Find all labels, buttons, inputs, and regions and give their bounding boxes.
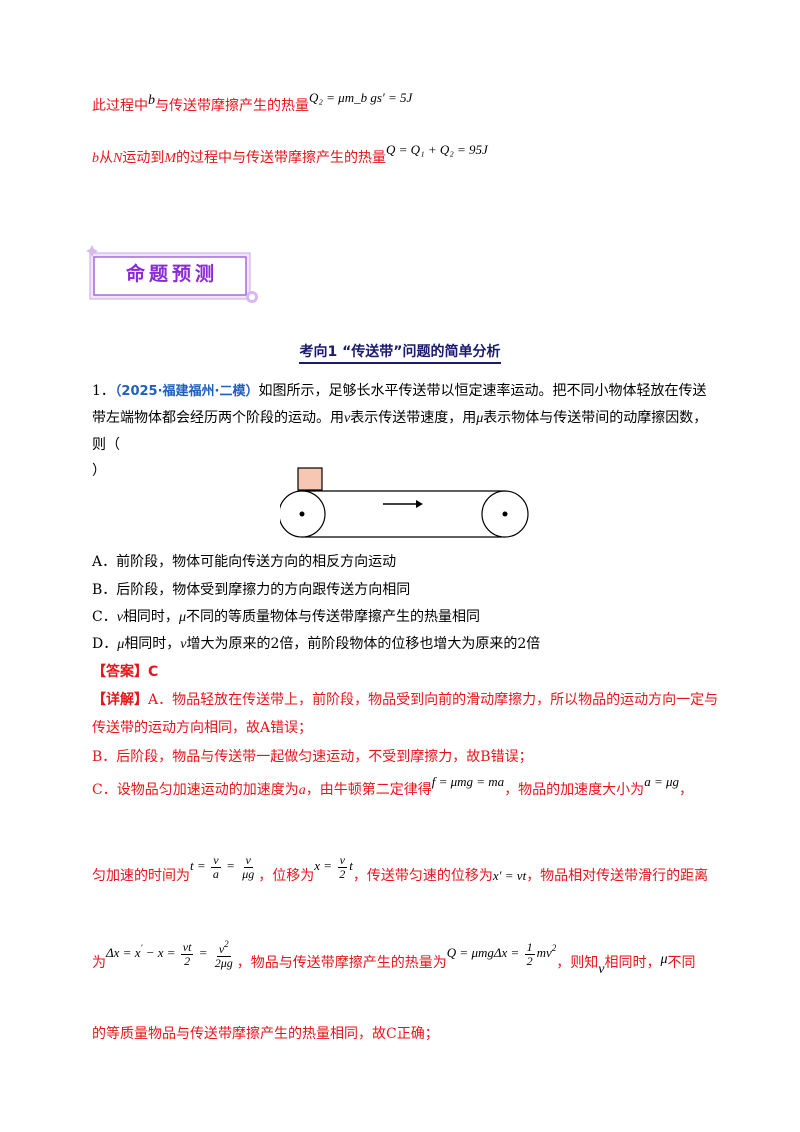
prev-solution-line-2: b从N运动到M的过程中与传送带摩擦产生的热量Q = Q₁ + Q₂ = 95J <box>92 142 488 169</box>
option-d[interactable]: D．μ相同时，v增大为原来的2倍，前阶段物体的位移也增大为原来的2倍 <box>92 634 540 655</box>
detail-a-text-1: A．物品轻放在传送带上，前阶段，物品受到向前的滑动摩擦力，所以物品的运动方向一定… <box>148 692 719 708</box>
option-text-2: 增大为原来的2倍，前阶段物体的位移也增大为原来的2倍 <box>186 636 541 652</box>
var-a: a <box>298 783 306 798</box>
section-banner: 命题预测 <box>82 245 262 305</box>
equation-belt: x′ = vt <box>493 868 526 883</box>
detail-c-text-6: ，传送带匀速的位移为 <box>352 868 493 884</box>
prev-text-2: 与传送带摩擦产生的热量 <box>155 98 309 114</box>
detail-c-text-4: 匀加速的时间为 <box>92 868 190 884</box>
banner-title: 命题预测 <box>125 263 218 285</box>
option-letter: D． <box>92 636 118 652</box>
question-stem: 1．（2025·福建福州·二模）如图所示，足够长水平传送带以恒定速率运动。把不同… <box>92 378 712 484</box>
section-heading: 考向1 “传送带”问题的简单分析 <box>0 341 800 364</box>
option-letter: A． <box>92 554 117 570</box>
option-letter: B． <box>92 582 117 598</box>
equation-accel-text: a = μg <box>644 774 679 789</box>
option-text-2: 不同的等质量物体与传送带摩擦产生的热量相同 <box>185 609 480 625</box>
detail-b-line: B．后阶段，物品与传送带一起做匀速运动，不受到摩擦力，故B错误； <box>92 747 533 767</box>
equation-q-total-text: Q = Q₁ + Q₂ = 95J <box>386 142 488 157</box>
equation-accel: a = μg <box>644 774 679 789</box>
var-m: M <box>164 151 177 166</box>
option-c[interactable]: C．v相同时，μ不同的等质量物体与传送带摩擦产生的热量相同 <box>92 607 480 628</box>
option-text: 相同时， <box>124 636 181 652</box>
answer-value: C <box>148 664 159 680</box>
stem-text-2: 表示传送带速度，用 <box>350 410 477 426</box>
option-text: 前阶段，物体可能向传送方向的相反方向运动 <box>116 554 397 570</box>
detail-c-text-3b: ， <box>679 782 693 798</box>
detail-c-text-10: ，则知 <box>556 955 599 971</box>
equation-q-total: Q = Q₁ + Q₂ = 95J <box>386 142 488 157</box>
detail-c-line-4: 的等质量物品与传送带摩擦产生的热量相同，故C正确； <box>92 1024 439 1044</box>
detail-c-text-9: ，物品与传送带摩擦产生的热量为 <box>236 955 447 971</box>
var-mu: μ <box>178 610 186 625</box>
stem-text-3: 表示物体与传送带间的动摩擦因数，则（ <box>92 410 708 453</box>
text-from: 从 <box>99 150 113 166</box>
option-a[interactable]: A．前阶段，物体可能向传送方向的相反方向运动 <box>92 552 396 572</box>
detail-c-text-7: ，物品相对传送带滑行的距离 <box>526 868 709 884</box>
var-mu: μ <box>117 637 125 652</box>
option-b[interactable]: B．后阶段，物体受到摩擦力的方向跟传送方向相同 <box>92 580 410 600</box>
var-mu: μ <box>476 411 484 426</box>
text-mid: 运动到 <box>122 150 165 166</box>
equation-q2-text: Q₂ = μm_b gs′ = 5J <box>309 90 413 105</box>
prev-text: 此过程中 <box>92 98 148 114</box>
detail-label: 【详解】 <box>92 692 148 708</box>
detail-c-text-1: C．设物品匀加速运动的加速度为 <box>92 782 299 798</box>
var-v: v <box>180 637 187 652</box>
var-n: N <box>113 151 123 166</box>
conveyor-belt-diagram <box>280 467 529 538</box>
detail-c-text-12: 不同 <box>667 955 696 971</box>
detail-c-line-1: C．设物品匀加速运动的加速度为a，由牛顿第二定律得f = μmg = ma，物品… <box>92 774 693 801</box>
prev-solution-line-1: 此过程中b与传送带摩擦产生的热量Q₂ = μm_b gs′ = 5J <box>92 90 412 117</box>
equation-q2: Q₂ = μm_b gs′ = 5J <box>309 90 412 105</box>
var-mu: μ <box>660 952 668 967</box>
answer-label: 【答案】 <box>92 664 148 680</box>
answer-line: 【答案】C <box>92 662 158 682</box>
question-source: （2025·福建福州·二模） <box>114 384 259 399</box>
detail-a-line-1: 【详解】A．物品轻放在传送带上，前阶段，物品受到向前的滑动摩擦力，所以物品的运动… <box>92 690 718 710</box>
section-title-text: 考向1 “传送带”问题的简单分析 <box>299 344 501 364</box>
detail-b-text: B．后阶段，物品与传送带一起做匀速运动，不受到摩擦力，故B错误； <box>92 749 533 765</box>
block-object <box>297 467 323 491</box>
detail-c-text-11: 相同时， <box>604 955 661 971</box>
option-letter: C． <box>92 609 117 625</box>
equation-newton: f = μmg = ma <box>432 774 504 789</box>
option-text: 相同时， <box>122 609 179 625</box>
banner-frame <box>86 245 258 303</box>
detail-c-text-5: ，位移为 <box>258 868 315 884</box>
var-b: b <box>92 151 99 166</box>
detail-c-text-8: 为 <box>92 955 106 971</box>
detail-c-text-3: ，物品的加速度大小为 <box>504 782 645 798</box>
var-v: v <box>344 411 351 426</box>
detail-a-line-2: 传送带的运动方向相同，故A错误； <box>92 718 312 738</box>
prev-text-3: 的过程中与传送带摩擦产生的热量 <box>176 150 387 166</box>
var-v: v <box>598 962 605 977</box>
option-text: 后阶段，物体受到摩擦力的方向跟传送方向相同 <box>116 582 411 598</box>
var-v: v <box>116 610 123 625</box>
stem-text-1: 如图所示，足够长水平传送带以恒定速率运动。把不同小物体轻放在传送带左端物体都会经… <box>92 383 707 426</box>
var-b: b <box>148 93 155 108</box>
equation-newton-text: f = μmg = ma <box>431 774 505 789</box>
question-number: 1． <box>92 383 115 399</box>
stem-close: ） <box>92 463 106 479</box>
detail-a-text-2: 传送带的运动方向相同，故A错误； <box>92 720 313 736</box>
sparkle-icon <box>86 245 98 257</box>
detail-c-text-13: 的等质量物品与传送带摩擦产生的热量相同，故C正确； <box>92 1026 439 1042</box>
equation-belt-text: x′ = vt <box>492 868 527 883</box>
detail-c-text-2: ，由牛顿第二定律得 <box>305 782 432 798</box>
